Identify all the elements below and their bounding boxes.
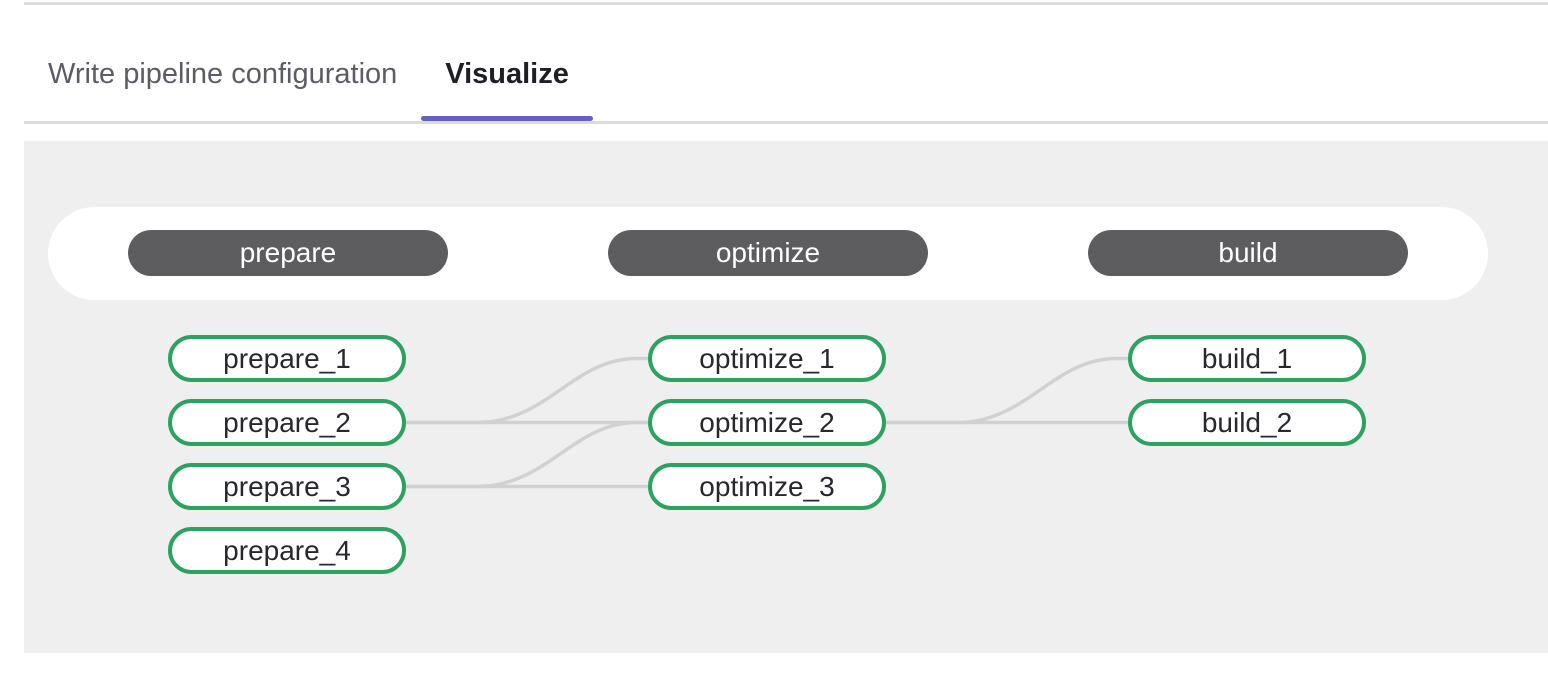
- tabs-bar: Write pipeline configuration Visualize: [24, 28, 1548, 124]
- job-pill-build_1[interactable]: build_1: [1128, 335, 1366, 382]
- tab-label: Write pipeline configuration: [48, 58, 398, 90]
- stage-headers-container: prepare optimize build: [48, 207, 1488, 300]
- pipeline-graph-panel: prepare optimize build prepare_1 prepare…: [24, 141, 1548, 653]
- tab-label: Visualize: [445, 58, 569, 90]
- top-divider: [24, 2, 1548, 5]
- job-pill-prepare_4[interactable]: prepare_4: [168, 527, 406, 574]
- tab-visualize[interactable]: Visualize: [421, 28, 593, 121]
- job-pill-prepare_3[interactable]: prepare_3: [168, 463, 406, 510]
- job-pill-optimize_1[interactable]: optimize_1: [648, 335, 886, 382]
- connector-line: [886, 356, 1128, 425]
- job-pill-build_2[interactable]: build_2: [1128, 399, 1366, 446]
- job-pill-optimize_2[interactable]: optimize_2: [648, 399, 886, 446]
- stage-label-optimize: optimize: [608, 230, 928, 276]
- job-pill-prepare_1[interactable]: prepare_1: [168, 335, 406, 382]
- stage-label-prepare: prepare: [128, 230, 448, 276]
- active-tab-indicator: [421, 116, 593, 121]
- job-connectors: [406, 356, 1128, 489]
- job-pill-prepare_2[interactable]: prepare_2: [168, 399, 406, 446]
- tab-write-pipeline-configuration[interactable]: Write pipeline configuration: [24, 28, 421, 121]
- job-pill-optimize_3[interactable]: optimize_3: [648, 463, 886, 510]
- connector-line: [406, 420, 648, 489]
- connector-line: [406, 356, 648, 425]
- stage-label-build: build: [1088, 230, 1408, 276]
